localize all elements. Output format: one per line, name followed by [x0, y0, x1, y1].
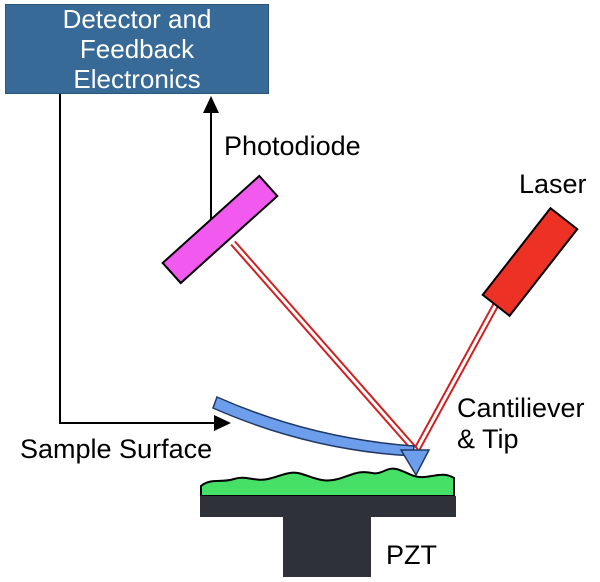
cantilever-tip-label-line1: Cantiliever	[457, 393, 585, 423]
cantilever-beam	[212, 395, 415, 457]
laser-beam-incident-core	[414, 298, 501, 452]
cantilever-tip-label: Cantiliever & Tip	[457, 393, 585, 455]
detector-box-line2: Feedback	[79, 33, 195, 64]
laser-label: Laser	[519, 169, 587, 199]
cantilever-tip	[399, 449, 431, 477]
feedback-line	[59, 94, 214, 424]
sample-surface-shape	[200, 467, 455, 497]
pzt-stage	[200, 496, 456, 577]
detector-box-line3: Electronics	[73, 64, 201, 95]
laser-body	[481, 206, 579, 318]
photodiode-label: Photodiode	[224, 131, 361, 161]
cantilever-tip-label-line2: & Tip	[457, 424, 519, 455]
photodiode-body	[161, 174, 279, 285]
photodiode-signal-arrowhead	[203, 96, 219, 113]
detector-box-line1: Detector and	[62, 3, 212, 34]
detector-feedback-box: Detector and Feedback Electronics	[5, 4, 269, 94]
pzt-label: PZT	[386, 540, 437, 570]
feedback-arrowhead	[214, 415, 231, 431]
sample-surface-label: Sample Surface	[20, 434, 213, 464]
laser-beam-reflected-core	[231, 242, 418, 452]
